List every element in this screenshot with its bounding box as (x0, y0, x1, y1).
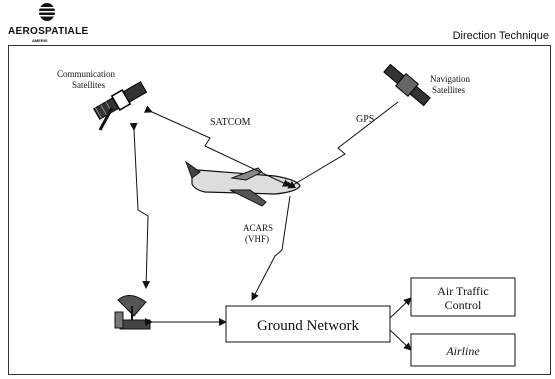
acars-link (251, 195, 291, 301)
ground-station-dish-icon (114, 295, 151, 330)
ground-network-box (225, 305, 391, 343)
acars-label-line1: ACARS (243, 223, 273, 233)
airline-box (410, 333, 516, 367)
airline-label: Airline (445, 344, 480, 358)
aerospatiale-logo: AEROSPATIALE AMERIS (8, 2, 148, 48)
acars-label-line2: (VHF) (245, 234, 269, 244)
page-header: AEROSPATIALE AMERIS Direction Technique (0, 0, 555, 50)
logo-subtext: AMERIS (32, 38, 48, 43)
satcom-label: SATCOM (210, 117, 251, 128)
atc-label-line2: Control (445, 298, 482, 312)
atc-box (410, 277, 516, 317)
department-label: Direction Technique (452, 30, 549, 42)
logo-wordmark: AEROSPATIALE (8, 26, 89, 37)
communication-satellite-icon (93, 81, 148, 131)
diagram-frame (8, 45, 551, 375)
nav-sat-label-line2: Satellites (432, 85, 465, 95)
navigation-satellite-icon (383, 63, 431, 107)
network-atc-link (389, 297, 412, 319)
nav-sat-label-line1: Navigation (430, 74, 470, 84)
globe-icon (38, 3, 56, 21)
atc-label-line1: Air Traffic (437, 284, 488, 298)
satellite-ground-link (129, 122, 151, 289)
comm-sat-label-line1: Communication (57, 69, 115, 79)
network-airline-link (389, 329, 412, 351)
gps-label: GPS (356, 114, 374, 125)
ground-network-label: Ground Network (257, 318, 360, 334)
airplane-icon (184, 160, 301, 207)
satcom-link (143, 105, 291, 187)
gps-link (287, 101, 399, 189)
comm-sat-label-line2: Satellites (72, 80, 105, 90)
